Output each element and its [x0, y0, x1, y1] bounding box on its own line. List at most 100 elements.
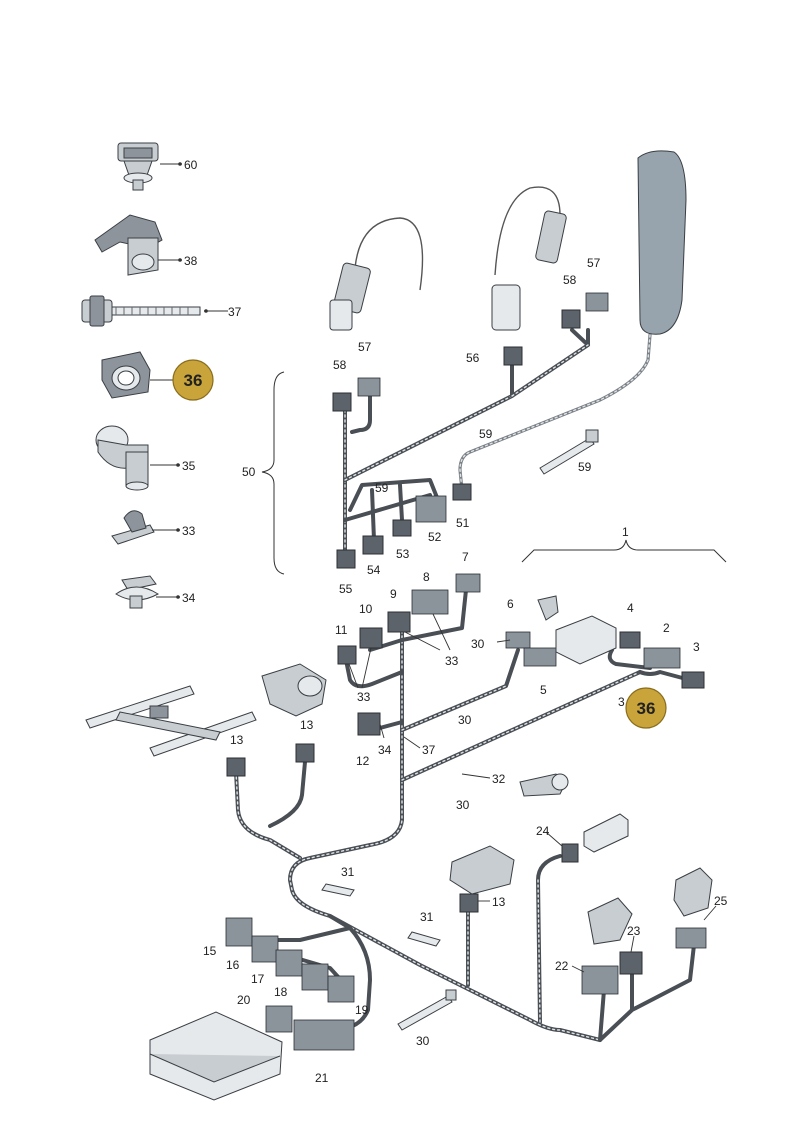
label-37b: 37 [422, 743, 436, 757]
label-33: 33 [182, 524, 196, 538]
seat-motor-13-icon [449, 845, 515, 895]
label-58a: 58 [333, 358, 347, 372]
bracket-50 [261, 371, 285, 575]
connector-52 [415, 495, 447, 523]
label-13c: 13 [492, 895, 506, 909]
label-3: 3 [693, 640, 700, 654]
elbow-35-icon [95, 425, 180, 491]
label-31a: 31 [341, 865, 355, 879]
cable-tie-31b-icon [407, 931, 441, 947]
label-36: 36 [184, 371, 203, 390]
label-55: 55 [339, 582, 353, 596]
label-30d: 30 [416, 1034, 430, 1048]
label-50: 50 [242, 465, 256, 479]
seat-control-unit-icon [149, 1011, 283, 1101]
label-2: 2 [663, 621, 670, 635]
connector-54 [362, 535, 384, 555]
airbag-control-icon [537, 595, 617, 665]
connector-7 [455, 573, 481, 593]
connector-21 [293, 1019, 355, 1051]
seat-rail-icon [85, 685, 257, 757]
connector-3 [681, 671, 705, 689]
label-10: 10 [359, 602, 373, 616]
connector-25 [675, 927, 707, 949]
label-13b: 13 [300, 718, 314, 732]
connector-18 [301, 963, 329, 991]
bracket-1 [521, 539, 727, 563]
label-33b: 33 [357, 690, 371, 704]
connector-58-right [561, 309, 581, 329]
connector-53 [392, 519, 412, 537]
label-1: 1 [622, 525, 629, 539]
label-52: 52 [428, 530, 442, 544]
label-34b: 34 [378, 743, 392, 757]
connector-58-left [332, 392, 352, 412]
seat-switch-icon [673, 867, 713, 917]
connector-51 [452, 483, 472, 501]
highlight-badge-36: 36 [172, 359, 214, 401]
bracket-24-icon [583, 813, 629, 853]
label-20: 20 [237, 993, 251, 1007]
label-23: 23 [627, 924, 641, 938]
seat-motor-bracket-icon [261, 663, 327, 717]
label-30c: 30 [456, 798, 470, 812]
label-3b: 3 [618, 695, 625, 709]
label-56: 56 [466, 351, 480, 365]
label-4: 4 [627, 601, 634, 615]
label-30b: 30 [458, 713, 472, 727]
label-51: 51 [456, 516, 470, 530]
label-31b: 31 [420, 910, 434, 924]
connector-13-right [459, 893, 479, 913]
cable-tie-30-icon [397, 989, 457, 1031]
highlight-badge-36b: 36 [625, 687, 667, 729]
connector-9 [387, 611, 411, 633]
clip-60-icon [117, 142, 182, 191]
connector-5 [523, 647, 557, 667]
label-35: 35 [182, 459, 196, 473]
connector-57-right [585, 292, 609, 312]
grommet-36-icon [101, 351, 174, 399]
label-13a: 13 [230, 733, 244, 747]
clip-32-icon [519, 773, 569, 797]
connector-4 [619, 631, 641, 649]
label-59b: 59 [375, 481, 389, 495]
side-airbag-icon [637, 150, 687, 335]
label-17: 17 [251, 972, 265, 986]
label-32: 32 [492, 772, 506, 786]
connector-57-left [357, 377, 381, 397]
label-8: 8 [423, 570, 430, 584]
label-15: 15 [203, 944, 217, 958]
bracket-38-icon [94, 214, 182, 276]
label-18: 18 [274, 985, 288, 999]
belt-buckle-right-icon [491, 186, 567, 331]
upper-harness [343, 328, 652, 557]
connector-2 [643, 647, 681, 669]
connector-8 [411, 589, 449, 615]
label-5: 5 [540, 683, 547, 697]
connector-24 [561, 843, 579, 863]
label-36b: 36 [637, 699, 656, 718]
label-24: 24 [536, 824, 550, 838]
connector-17 [275, 949, 303, 977]
label-33a: 33 [445, 654, 459, 668]
label-60: 60 [184, 158, 198, 172]
clip-33-icon [111, 510, 180, 545]
connector-23 [619, 951, 643, 975]
label-25: 25 [714, 894, 728, 908]
label-12: 12 [356, 754, 370, 768]
main-harness [234, 588, 696, 1042]
label-11: 11 [335, 623, 348, 637]
connector-13-mid [295, 743, 315, 763]
label-54: 54 [367, 563, 381, 577]
cable-tie-59-icon [539, 429, 599, 475]
cable-tie-31a-icon [321, 883, 355, 897]
connector-19 [327, 975, 355, 1003]
label-7: 7 [462, 550, 469, 564]
label-21: 21 [315, 1071, 329, 1085]
connector-55 [336, 549, 356, 569]
label-59c: 59 [578, 460, 592, 474]
connector-20 [265, 1005, 293, 1033]
connector-56 [503, 346, 523, 366]
